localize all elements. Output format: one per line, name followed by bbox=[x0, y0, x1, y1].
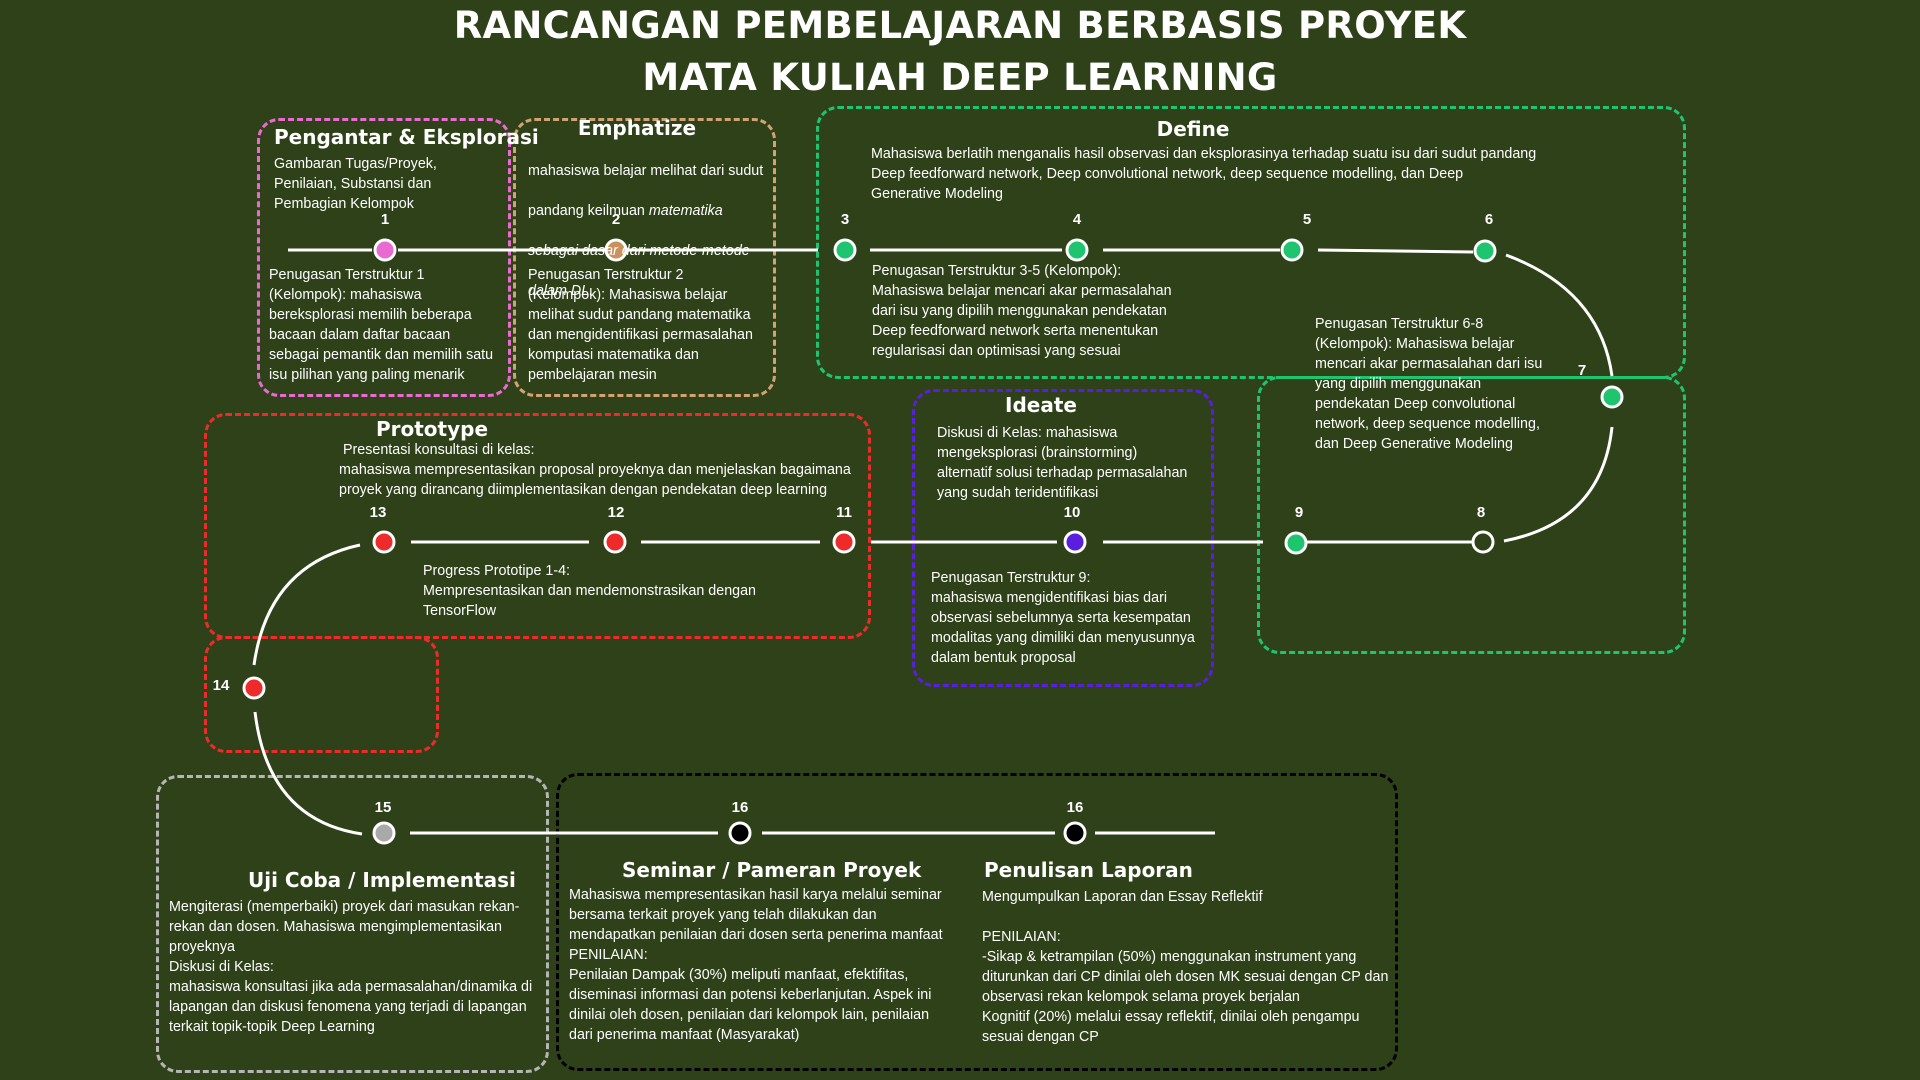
emphatize-task: Penugasan Terstruktur 2 (Kelompok): Maha… bbox=[528, 267, 753, 383]
node-number-2: 2 bbox=[611, 211, 621, 228]
pengantar-heading: Pengantar & Eksplorasi bbox=[274, 125, 539, 149]
timeline-node-16 bbox=[728, 821, 752, 845]
node-number-1: 1 bbox=[380, 211, 390, 228]
timeline-node-11 bbox=[832, 530, 856, 554]
timeline-node-7 bbox=[1600, 385, 1624, 409]
ideate-task: Penugasan Terstruktur 9: mahasiswa mengi… bbox=[931, 570, 1195, 666]
emphatize-heading: Emphatize bbox=[577, 116, 697, 140]
timeline-node-3 bbox=[833, 238, 857, 262]
uji-heading: Uji Coba / Implementasi bbox=[248, 868, 516, 892]
page-title-line-2: MATA KULIAH DEEP LEARNING bbox=[642, 56, 1278, 99]
ideate-description: Diskusi di Kelas: mahasiswa mengeksplora… bbox=[937, 425, 1188, 501]
node-number-12: 12 bbox=[607, 504, 625, 521]
phase-box-define-lower bbox=[1257, 376, 1686, 654]
define-description: Mahasiswa berlatih menganalis hasil obse… bbox=[871, 146, 1537, 202]
emphatize-description: mahasiswa belajar melihat dari sudut pan… bbox=[528, 141, 763, 321]
timeline-node-6 bbox=[1473, 239, 1497, 263]
emphatize-desc-line-4: dalam DL. bbox=[528, 283, 594, 299]
timeline-node-2 bbox=[604, 238, 628, 262]
seminar-heading: Seminar / Pameran Proyek bbox=[622, 858, 922, 882]
pengantar-description: Gambaran Tugas/Proyek, Penilaian, Substa… bbox=[274, 156, 437, 212]
node-number-4: 4 bbox=[1072, 211, 1082, 228]
node-number-5: 5 bbox=[1302, 211, 1312, 228]
node-number-14: 14 bbox=[212, 677, 230, 694]
timeline-node-15 bbox=[372, 821, 396, 845]
timeline-nodes bbox=[242, 238, 1624, 845]
node-number-9: 9 bbox=[1294, 504, 1304, 521]
prototype-description: mahasiswa mempresentasikan proposal proy… bbox=[339, 462, 851, 498]
phase-box-pengantar bbox=[257, 118, 511, 397]
laporan-description: Mengumpulkan Laporan dan Essay Reflektif… bbox=[982, 889, 1389, 1045]
node-number-16b: 16 bbox=[1066, 799, 1084, 816]
ideate-heading: Ideate bbox=[1005, 393, 1077, 417]
prototype-task: Progress Prototipe 1-4: Mempresentasikan… bbox=[423, 563, 756, 619]
node-number-16a: 16 bbox=[731, 799, 749, 816]
phase-box-seminar bbox=[556, 773, 1398, 1071]
timeline-node-8 bbox=[1471, 530, 1495, 554]
node-number-6: 6 bbox=[1484, 211, 1494, 228]
phase-box-ideate bbox=[912, 389, 1214, 687]
phase-box-emphatize bbox=[513, 118, 776, 397]
phase-box-prototype bbox=[204, 413, 871, 639]
timeline-node-14 bbox=[242, 676, 266, 700]
page-title-line-1: RANCANGAN PEMBELAJARAN BERBASIS PROYEK bbox=[453, 4, 1467, 47]
node-number-8: 8 bbox=[1476, 504, 1486, 521]
laporan-heading: Penulisan Laporan bbox=[984, 858, 1193, 882]
emphatize-desc-line-2-italic: matematika bbox=[648, 203, 723, 219]
timeline-path bbox=[252, 248, 1614, 836]
seminar-description: Mahasiswa mempresentasikan hasil karya m… bbox=[569, 887, 943, 1043]
timeline-node-12 bbox=[603, 530, 627, 554]
emphatize-desc-line-1: mahasiswa belajar melihat dari sudut bbox=[528, 163, 764, 179]
timeline-node-1 bbox=[373, 238, 397, 262]
node-number-7: 7 bbox=[1577, 362, 1587, 379]
define-task-6-8: Penugasan Terstruktur 6-8 (Kelompok): Ma… bbox=[1315, 316, 1543, 452]
define-heading: Define bbox=[1156, 117, 1230, 141]
node-number-3: 3 bbox=[840, 211, 850, 228]
timeline-node-16b bbox=[1063, 821, 1087, 845]
timeline-node-4 bbox=[1065, 238, 1089, 262]
timeline-node-13 bbox=[372, 530, 396, 554]
node-number-11: 11 bbox=[836, 504, 852, 521]
node-number-10: 10 bbox=[1063, 504, 1081, 521]
emphatize-desc-line-3: sebagai dasar dari metode-metode bbox=[528, 243, 750, 259]
phase-box-define bbox=[816, 106, 1686, 379]
timeline-node-5 bbox=[1280, 238, 1304, 262]
phase-box-uji bbox=[156, 775, 549, 1073]
timeline-node-10 bbox=[1063, 530, 1087, 554]
prototype-description-l1: Presentasi konsultasi di kelas: bbox=[343, 442, 535, 458]
emphatize-desc-line-2-text: pandang keilmuan bbox=[528, 203, 649, 219]
prototype-heading: Prototype bbox=[375, 417, 489, 441]
timeline-node-9 bbox=[1284, 531, 1308, 555]
node-number-13: 13 bbox=[369, 504, 387, 521]
phase-box-prototype-14 bbox=[204, 636, 439, 753]
pengantar-task: Penugasan Terstruktur 1 (Kelompok): maha… bbox=[269, 267, 494, 383]
emphatize-desc-line-2: pandang keilmuan matematika bbox=[528, 201, 763, 221]
define-task-3-5: Penugasan Terstruktur 3-5 (Kelompok): Ma… bbox=[872, 263, 1172, 359]
node-number-15: 15 bbox=[374, 799, 392, 816]
uji-description: Mengiterasi (memperbaiki) proyek dari ma… bbox=[169, 899, 533, 1035]
